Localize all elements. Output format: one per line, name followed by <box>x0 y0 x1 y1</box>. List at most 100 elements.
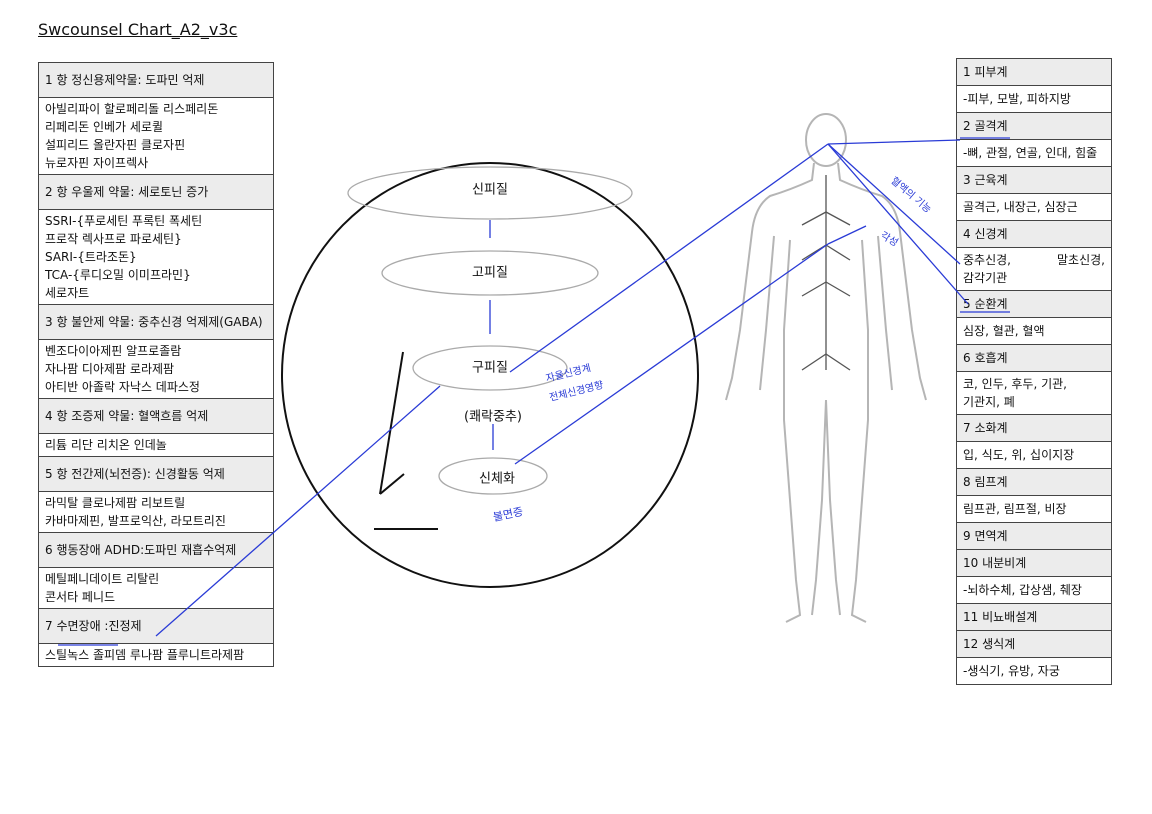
drug-list-item: 설피리드 올란자핀 클로자핀 <box>45 138 186 152</box>
drug-list-item: 뉴로자핀 자이프렉사 <box>45 156 149 170</box>
body-system-header: 6 호흡계 <box>956 344 1112 372</box>
body-system-header: 8 림프계 <box>956 468 1112 496</box>
body-system-header: 3 근육계 <box>956 166 1112 194</box>
archicortex-ellipse <box>381 250 599 296</box>
drug-list-item: 아티반 아졸락 자낙스 데파스정 <box>45 380 200 394</box>
body-system-title: 1 피부계 <box>956 58 1112 86</box>
drug-section-title: 4 항 조증제 약물: 혈액흐름 억제 <box>38 398 274 434</box>
drug-section-header: 1 항 정신용제약물: 도파민 억제 <box>38 62 274 98</box>
body-system-header: 10 내분비계 <box>956 549 1112 577</box>
drug-section-header: 6 행동장애 ADHD:도파민 재흡수억제 <box>38 532 274 568</box>
body-system-detail-row: -뼈, 관절, 연골, 인대, 힘줄 <box>956 139 1112 167</box>
body-system-title: 6 호흡계 <box>956 344 1112 372</box>
body-system-title: 4 신경계 <box>956 220 1112 248</box>
drug-section-header: 5 항 전간제(뇌전증): 신경활동 억제 <box>38 456 274 492</box>
body-system-title: 12 생식계 <box>956 630 1112 658</box>
drug-section-body: 리튬 리단 리치온 인데놀 <box>38 433 274 457</box>
body-system-detail-right: 말초신경, <box>1057 253 1105 267</box>
drug-list: 스틸녹스 졸피뎀 루나팜 플루니트라제팜 <box>38 643 274 667</box>
drug-section-title: 1 항 정신용제약물: 도파민 억제 <box>38 62 274 98</box>
body-system-detail-left: 중추신경, <box>963 253 1011 267</box>
drug-list-item: 자나팜 디아제팜 로라제팜 <box>45 362 175 376</box>
drug-section-title: 2 항 우울제 약물: 세로토닌 증가 <box>38 174 274 210</box>
body-system-detail-row: -뇌하수체, 갑상샘, 췌장 <box>956 576 1112 604</box>
drug-section-title: 6 행동장애 ADHD:도파민 재흡수억제 <box>38 532 274 568</box>
body-system-title: 11 비뇨배설계 <box>956 603 1112 631</box>
body-system-header: 7 소화계 <box>956 414 1112 442</box>
neocortex-ellipse <box>347 166 633 220</box>
body-system-detail: 중추신경, 말초신경, 감각기관 <box>956 247 1112 291</box>
pleasure-center-caption: (쾌락중추) <box>464 409 522 425</box>
somatization-ellipse <box>438 457 548 495</box>
body-system-detail: 입, 식도, 위, 십이지장 <box>956 441 1112 469</box>
drug-list-item: 메틸페니데이트 리탈린 <box>45 572 160 586</box>
body-centerline <box>801 175 851 371</box>
body-system-header: 1 피부계 <box>956 58 1112 86</box>
brain-outline <box>281 162 699 588</box>
drug-list-item: TCA-{루디오밀 이미프라민} <box>45 268 191 282</box>
drug-section-header: 4 항 조증제 약물: 혈액흐름 억제 <box>38 398 274 434</box>
body-system-header: 12 생식계 <box>956 630 1112 658</box>
body-system-detail-row: 골격근, 내장근, 심장근 <box>956 193 1112 221</box>
drug-section-body: 스틸녹스 졸피뎀 루나팜 플루니트라제팜 <box>38 643 274 667</box>
drug-list-item: 콘서타 페니드 <box>45 590 116 604</box>
drug-section-title: 7 수면장애 :진정제 <box>38 608 274 644</box>
body-system-detail-row: -생식기, 유방, 자궁 <box>956 657 1112 685</box>
human-body-outline <box>725 113 927 623</box>
body-system-title: 8 림프계 <box>956 468 1112 496</box>
body-system-detail-line2: 기관지, 폐 <box>963 395 1015 409</box>
drug-section-title: 3 항 불안제 약물: 중추신경 억제제(GABA) <box>38 304 274 340</box>
body-system-title: 2 골격계 <box>956 112 1112 140</box>
body-system-header: 2 골격계 <box>956 112 1112 140</box>
layer-label-neocortex: 신피질 <box>472 182 508 198</box>
drug-list-item: SSRI-{푸로세틴 푸록틴 폭세틴 <box>45 214 203 228</box>
body-system-header: 11 비뇨배설계 <box>956 603 1112 631</box>
layer-label-somatization: 신체화 <box>479 471 515 487</box>
body-system-detail: 골격근, 내장근, 심장근 <box>956 193 1112 221</box>
drug-list-item: 벤조다이아제핀 알프로졸람 <box>45 344 182 358</box>
drug-section-header: 7 수면장애 :진정제 <box>38 608 274 644</box>
body-system-title: 5 순환계 <box>956 290 1112 318</box>
ink-black-strokes <box>374 351 438 530</box>
body-system-detail-row: 중추신경, 말초신경, 감각기관 <box>956 247 1112 291</box>
body-system-detail: 림프관, 림프절, 비장 <box>956 495 1112 523</box>
drug-list-item: 세로자트 <box>45 286 90 300</box>
body-system-detail: -뇌하수체, 갑상샘, 췌장 <box>956 576 1112 604</box>
body-system-detail-left: 코, 인두, 후두, 기관, <box>963 377 1067 391</box>
body-system-detail-line2: 감각기관 <box>963 271 1008 285</box>
drug-section-header: 2 항 우울제 약물: 세로토닌 증가 <box>38 174 274 210</box>
body-system-detail-row: 림프관, 림프절, 비장 <box>956 495 1112 523</box>
drug-list-item: SARI-{트라조돈} <box>45 250 137 264</box>
body-system-header: 5 순환계 <box>956 290 1112 318</box>
layer-label-archicortex: 고피질 <box>472 265 508 281</box>
layer-label-paleocortex: 구피질 <box>472 360 508 376</box>
body-system-detail: -생식기, 유방, 자궁 <box>956 657 1112 685</box>
drug-list-item: 리튬 리단 리치온 인데놀 <box>45 438 167 452</box>
body-system-title: 10 내분비계 <box>956 549 1112 577</box>
body-system-detail-row: 입, 식도, 위, 십이지장 <box>956 441 1112 469</box>
drug-list: 리튬 리단 리치온 인데놀 <box>38 433 274 457</box>
drug-list-item: 리페리돈 인베가 세로퀼 <box>45 120 164 134</box>
drug-section-title: 5 항 전간제(뇌전증): 신경활동 억제 <box>38 456 274 492</box>
body-system-detail: -뼈, 관절, 연골, 인대, 힘줄 <box>956 139 1112 167</box>
paleocortex-ellipse <box>412 345 568 391</box>
body-system-title: 3 근육계 <box>956 166 1112 194</box>
drug-list-item: 스틸녹스 졸피뎀 루나팜 플루니트라제팜 <box>45 648 245 662</box>
body-system-header: 4 신경계 <box>956 220 1112 248</box>
drug-list-item: 라믹탈 클로나제팜 리보트릴 <box>45 496 186 510</box>
drug-section-header: 3 항 불안제 약물: 중추신경 억제제(GABA) <box>38 304 274 340</box>
body-system-title: 7 소화계 <box>956 414 1112 442</box>
drug-list-item: 프로작 렉사프로 파로세틴} <box>45 232 182 246</box>
annotation-lines <box>58 137 1010 646</box>
drug-list-item: 카바마제핀, 발프로익산, 라모트리진 <box>45 514 226 528</box>
